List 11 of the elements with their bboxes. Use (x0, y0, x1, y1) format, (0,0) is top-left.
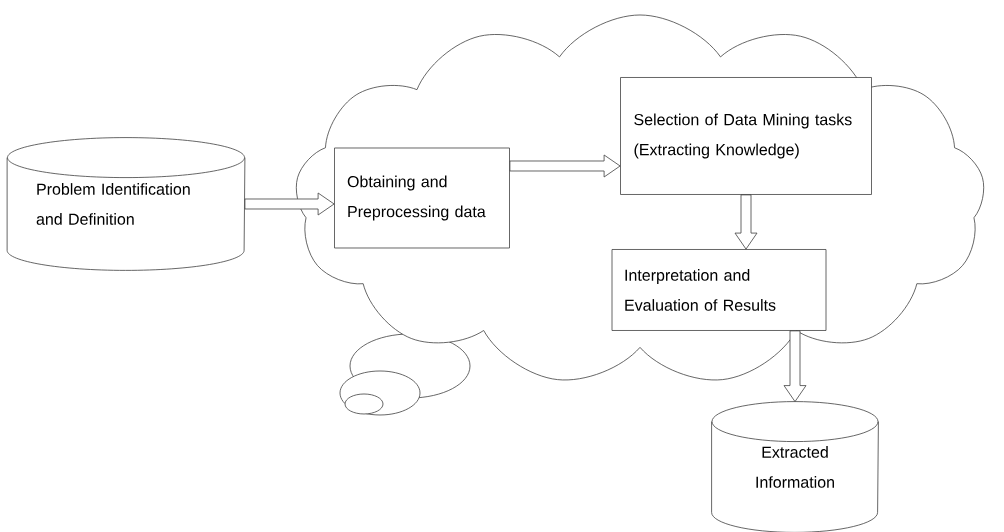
process-box: Interpretation and Evaluation of Results (611, 249, 827, 331)
node-label: Problem Identification and Definition (36, 183, 190, 225)
block-arrow (244, 192, 335, 216)
block-arrow (734, 194, 758, 250)
block-arrow (509, 154, 621, 178)
database-cylinder: Problem Identification and Definition (6, 137, 246, 271)
database-cylinder: Extracted Information (711, 401, 879, 532)
node-label: Extracted Information (756, 446, 834, 488)
process-box: Obtaining and Preprocessing data (334, 147, 510, 249)
block-arrow (783, 330, 807, 402)
process-box: Selection of Data Mining tasks (Extracting Knowledge) (620, 77, 872, 195)
